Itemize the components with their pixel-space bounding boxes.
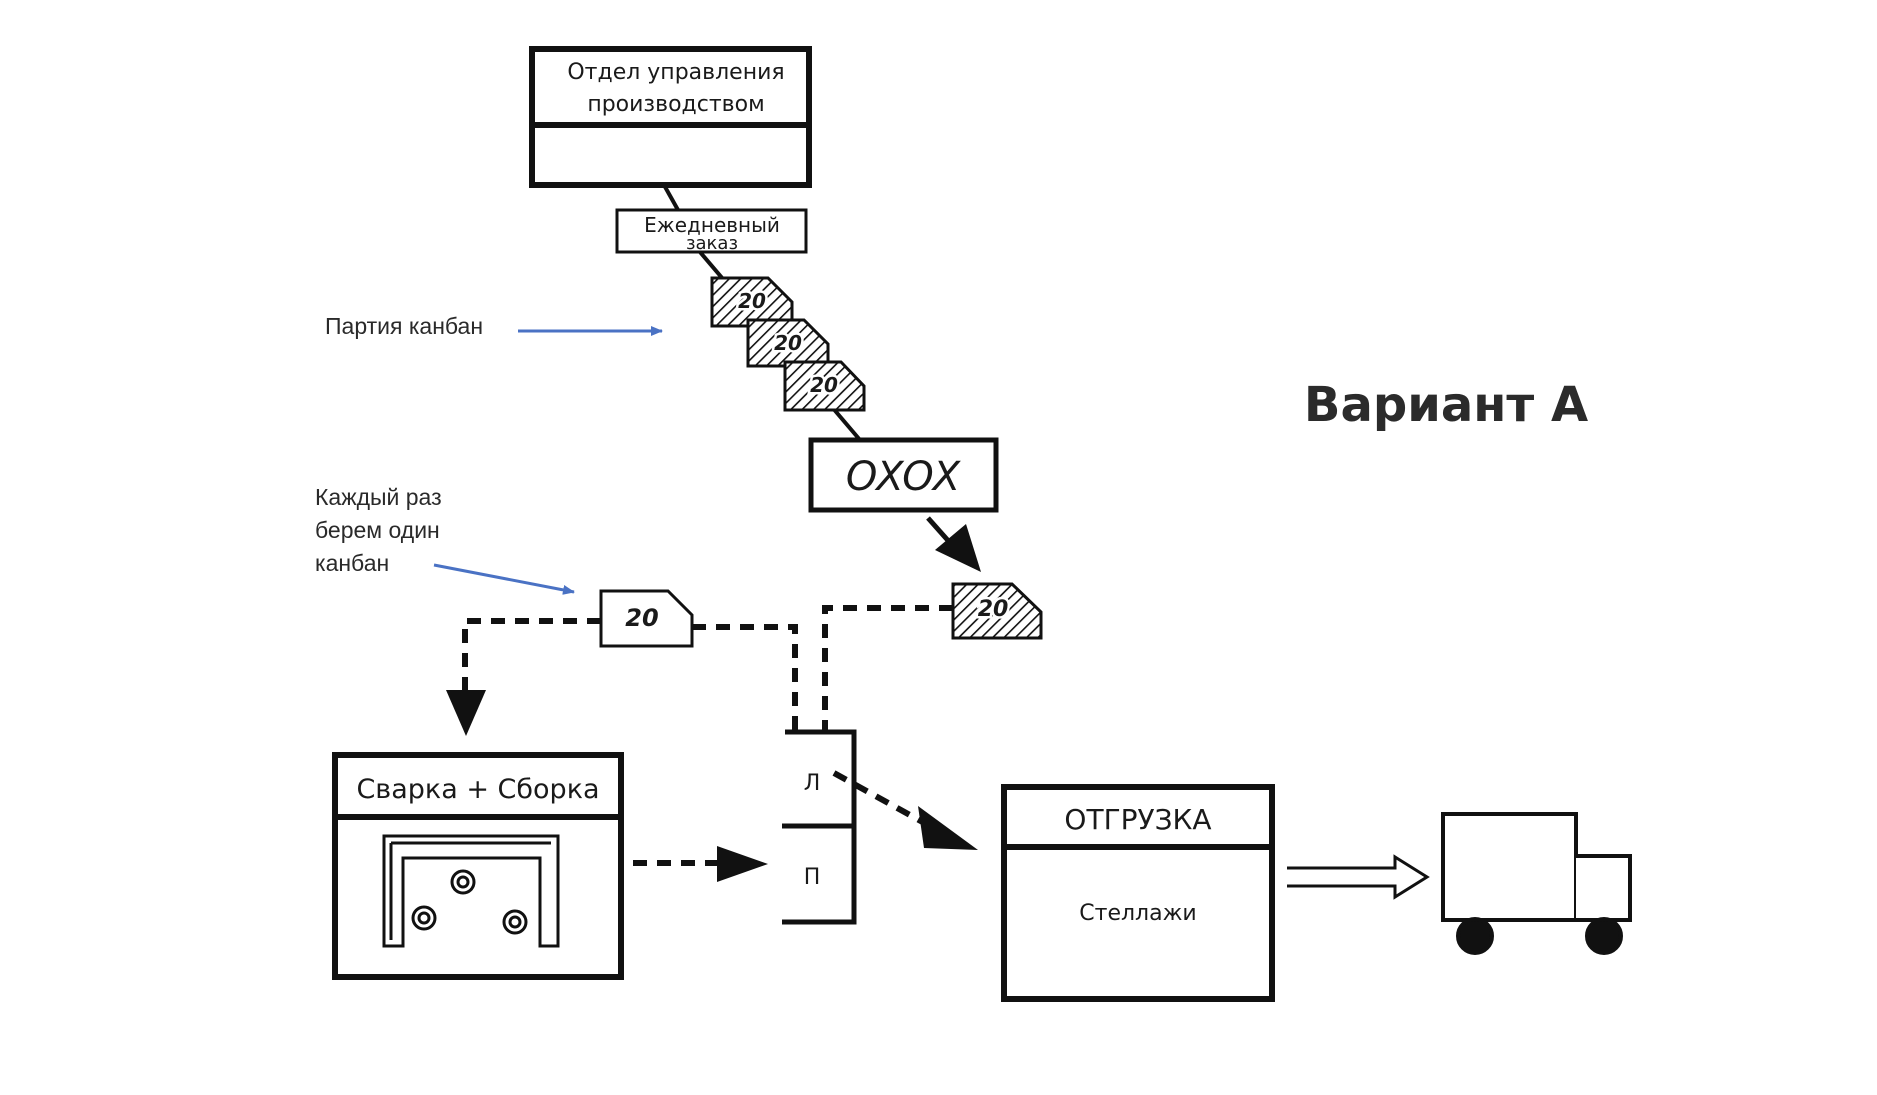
kanban-batch: 20 20 20 bbox=[710, 276, 866, 412]
shipping-title: ОТГРУЗКА bbox=[1064, 803, 1211, 836]
annotation-arrow bbox=[433, 563, 575, 595]
take-one-note-line2: берем один bbox=[315, 517, 440, 543]
batch-kanban-label: Партия канбан bbox=[325, 313, 483, 339]
shipment-arrow-icon bbox=[1287, 854, 1430, 900]
info-flow-line bbox=[662, 184, 680, 211]
process-title: Сварка + Сборка bbox=[356, 774, 599, 805]
kanban-card-value: 20 bbox=[738, 289, 766, 313]
fixture-icon bbox=[382, 834, 560, 948]
production-control-box: Отдел управления производством bbox=[529, 46, 812, 188]
push-arrow-icon bbox=[446, 690, 486, 736]
variant-title: Вариант А bbox=[1304, 377, 1588, 433]
kanban-card-icon: 20 bbox=[746, 318, 830, 368]
supermarket-slot-left: Л bbox=[804, 771, 821, 796]
process-box: Сварка + Сборка bbox=[332, 752, 624, 980]
kanban-card-icon: 20 bbox=[951, 582, 1043, 640]
daily-order-line2: заказ bbox=[686, 233, 738, 254]
production-control-title-line2: производством bbox=[587, 92, 764, 117]
supermarket bbox=[782, 729, 857, 925]
push-arrow-icon bbox=[918, 806, 978, 850]
production-control-title-line1: Отдел управления bbox=[567, 60, 784, 85]
shipping-content: Стеллажи bbox=[1079, 901, 1196, 926]
daily-order-box: Ежедневный заказ bbox=[615, 208, 808, 254]
oxox-label: OXOX bbox=[846, 454, 962, 500]
oxox-box: OXOX bbox=[808, 437, 999, 513]
kanban-card-value: 20 bbox=[774, 331, 802, 355]
take-one-note-line3: канбан bbox=[315, 550, 389, 576]
supermarket-slot-right: П bbox=[804, 865, 821, 890]
take-one-note-line1: Каждый раз bbox=[315, 484, 442, 510]
kanban-card-value: 20 bbox=[810, 373, 838, 397]
kanban-card-icon: 20 bbox=[710, 276, 794, 328]
shipping-box: ОТГРУЗКА Стеллажи bbox=[1001, 784, 1275, 1002]
kanban-card-value: 20 bbox=[978, 597, 1009, 622]
push-arrow-icon bbox=[717, 846, 768, 882]
push-arrow-icon bbox=[926, 516, 981, 572]
daily-order-line1: Ежедневный bbox=[644, 213, 780, 237]
truck-icon bbox=[1441, 812, 1632, 955]
kanban-card-icon: 20 bbox=[599, 589, 694, 648]
kanban-card-icon: 20 bbox=[783, 360, 866, 412]
kanban-card-value: 20 bbox=[625, 604, 658, 632]
